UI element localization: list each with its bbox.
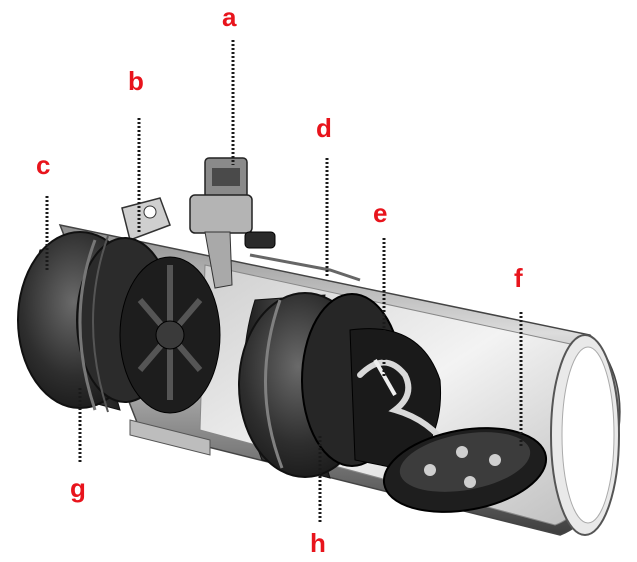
top-rail: [249, 253, 361, 282]
label-h: h: [310, 528, 326, 558]
mounting-bracket-icon: [121, 197, 171, 241]
label-g: g: [70, 473, 86, 503]
center-drum: [238, 292, 403, 479]
label-f: f: [514, 263, 523, 293]
bottom-rail: [129, 419, 211, 456]
label-c: c: [36, 150, 51, 180]
label-a: a: [222, 2, 237, 32]
end-cap: [382, 427, 548, 513]
label-d: d: [316, 113, 332, 143]
label-e: e: [373, 198, 388, 228]
left-mechanism: [119, 256, 221, 414]
leader-lines: [45, 40, 523, 522]
solenoid-valve-icon: [189, 157, 276, 289]
label-b: b: [128, 66, 144, 96]
